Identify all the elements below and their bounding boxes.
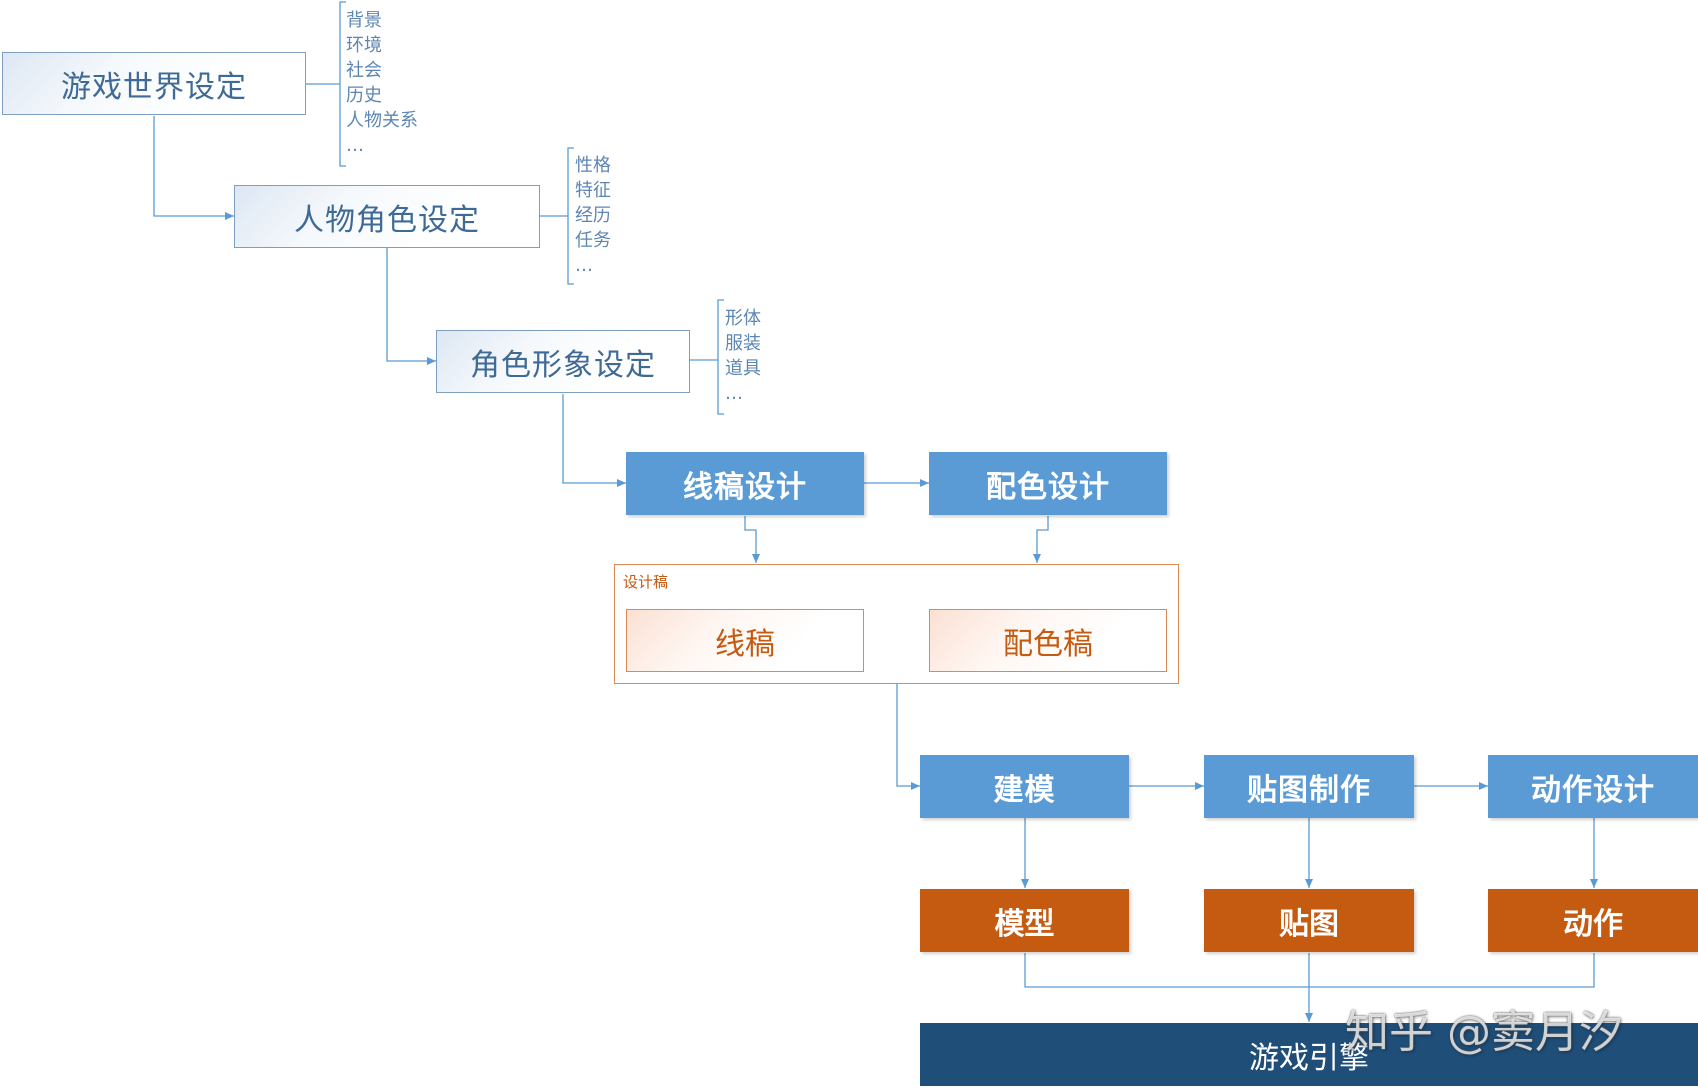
node-color-draft: 配色稿 [929,609,1167,672]
node-image-setting: 角色形象设定 [436,330,690,393]
node-animation-design: 动作设计 [1488,755,1698,818]
node-texture: 贴图 [1204,889,1414,952]
connector-image-lineart [562,394,626,487]
note-item: 形体 [725,308,761,329]
note-item: 历史 [346,85,382,106]
note-world: 背景 环境 社会 历史 人物关系 … [346,8,418,158]
node-game-engine: 游戏引擎 [920,1023,1698,1086]
note-item: 服装 [725,333,761,354]
note-item: 道具 [725,358,761,379]
note-item: 环境 [346,35,382,56]
node-character-setting: 人物角色设定 [234,185,540,248]
note-item: 性格 [575,155,611,176]
note-item: 任务 [575,230,611,251]
note-item: 背景 [346,10,382,31]
node-lineart-draft: 线稿 [626,609,864,672]
connector-character-image [386,248,436,365]
connector-drafts-modeling [896,684,920,790]
node-motion: 动作 [1488,889,1698,952]
bracket-world [306,1,346,167]
draft-group-title: 设计稿 [623,573,669,591]
node-lineart-design: 线稿设计 [626,452,864,515]
note-item: … [575,255,593,276]
note-item: … [725,383,743,404]
note-character: 性格 特征 经历 任务 … [575,153,611,278]
note-item: 社会 [346,60,382,81]
node-texturing: 贴图制作 [1204,755,1414,818]
bracket-character [540,147,574,285]
connector-coloring-drafts [1033,516,1049,563]
node-coloring-design: 配色设计 [929,452,1167,515]
note-item: 特征 [575,180,611,201]
connector-outputs-engine [1024,953,1595,1022]
watermark: 知乎 @窦月汐 [1345,1007,1623,1058]
connector-lineart-drafts [744,516,760,563]
connector-world-character [153,116,234,220]
note-image: 形体 服装 道具 … [725,306,761,406]
bracket-image [690,299,724,415]
node-model: 模型 [920,889,1129,952]
node-modeling: 建模 [920,755,1129,818]
note-item: … [346,135,364,156]
note-item: 经历 [575,205,611,226]
node-world-setting: 游戏世界设定 [2,52,306,115]
note-item: 人物关系 [346,110,418,131]
